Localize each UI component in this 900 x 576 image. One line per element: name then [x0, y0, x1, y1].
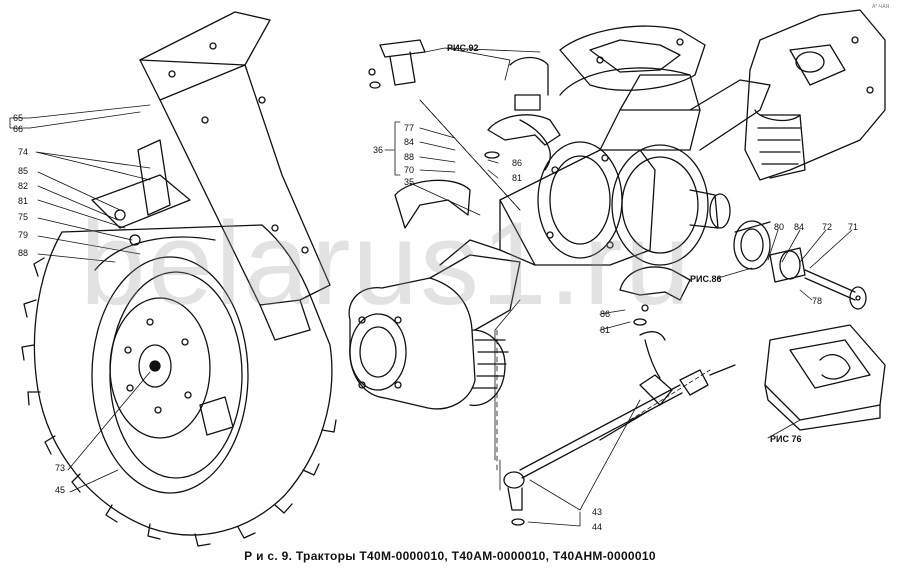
- figure-caption: Р и с. 9. Тракторы Т40М-0000010, Т40АМ-0…: [244, 549, 656, 563]
- callout-79: 79: [18, 230, 29, 240]
- ref-figure-92: РИС.92: [447, 43, 479, 53]
- callout-35: 35: [404, 177, 415, 187]
- callout-73: 73: [55, 463, 66, 473]
- leader-lines: [9, 47, 853, 527]
- callout-86-top: 86: [512, 158, 523, 168]
- clamp-lower: [619, 266, 691, 326]
- ring-seal: [733, 220, 771, 270]
- differential-housing: [499, 67, 771, 266]
- callout-66: 66: [13, 124, 24, 134]
- tie-rod: [503, 331, 736, 526]
- callout-44: 44: [592, 522, 603, 532]
- ref-figure-86: РИС.86: [690, 274, 722, 284]
- callout-88-top: 88: [404, 152, 415, 162]
- corner-mark: А°·ЧАЯ: [872, 4, 890, 10]
- callout-82: 82: [18, 181, 29, 191]
- wheel-disc: [109, 297, 211, 439]
- hub-center: [149, 360, 161, 372]
- callout-45: 45: [55, 485, 66, 495]
- callout-85: 85: [18, 166, 29, 176]
- tyre-tread: [21, 257, 337, 547]
- callout-74: 74: [18, 147, 29, 157]
- callout-88-left: 88: [18, 248, 29, 258]
- bracket-top-left: [368, 39, 426, 89]
- callout-84-top: 84: [404, 137, 415, 147]
- wheel-rim-inner: [109, 271, 243, 479]
- drop-box-ris76: [764, 324, 886, 431]
- callout-81-bottom: 81: [600, 325, 611, 335]
- rear-wheel: [21, 224, 337, 547]
- final-drive-housing: [348, 179, 521, 410]
- callout-78: 78: [812, 296, 823, 306]
- callout-84-right: 84: [794, 222, 805, 232]
- top-cover: [509, 25, 706, 111]
- callout-65: 65: [13, 113, 24, 123]
- callout-43: 43: [592, 507, 603, 517]
- wheel-hub: [138, 344, 172, 388]
- callout-81-left: 81: [18, 196, 29, 206]
- callout-86-bottom: 86: [600, 309, 611, 319]
- callout-71: 71: [848, 222, 859, 232]
- flange-shaft: [769, 247, 867, 310]
- fender: [91, 11, 331, 341]
- clamp-upper: [484, 114, 561, 159]
- callout-80: 80: [774, 222, 785, 232]
- callout-81-top: 81: [512, 173, 523, 183]
- ref-figure-76: РИС 76: [770, 434, 802, 444]
- tyre-outline: [33, 224, 333, 536]
- callout-77: 77: [404, 123, 415, 133]
- callout-36: 36: [373, 145, 384, 155]
- callout-75: 75: [18, 212, 29, 222]
- callout-72: 72: [822, 222, 833, 232]
- wheel-rim: [91, 256, 249, 494]
- right-final-drive: [744, 9, 886, 181]
- callout-70: 70: [404, 165, 415, 175]
